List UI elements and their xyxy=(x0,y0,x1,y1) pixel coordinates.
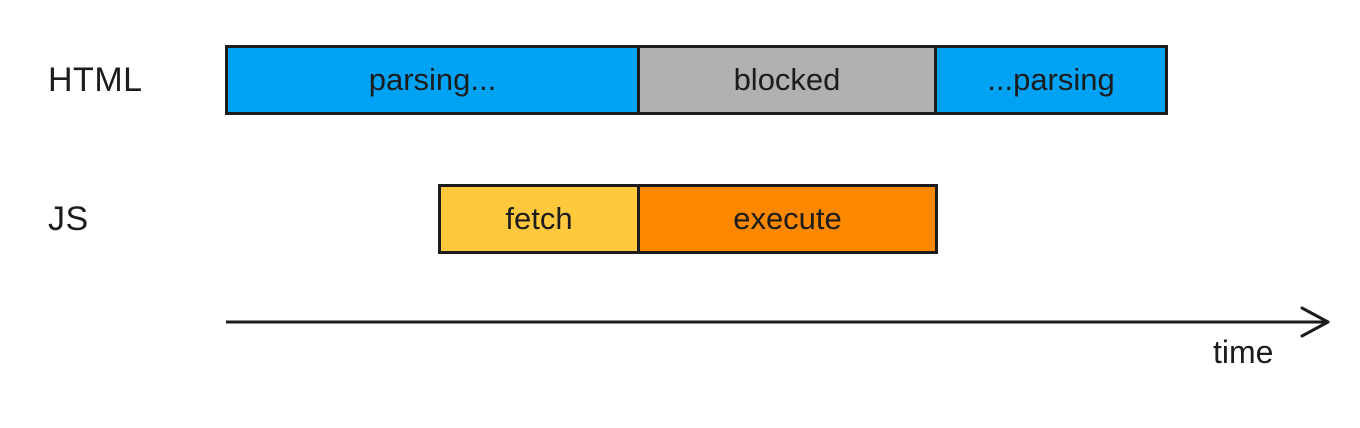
time-axis-arrow-icon xyxy=(226,306,1330,338)
js-execute-segment: execute xyxy=(640,187,935,251)
html-parsing-before-segment: parsing... xyxy=(228,48,640,112)
html-track-bar: parsing... blocked ...parsing xyxy=(225,45,1168,115)
html-blocked-segment: blocked xyxy=(640,48,937,112)
html-row-label: HTML xyxy=(48,60,143,99)
html-parsing-after-segment: ...parsing xyxy=(937,48,1165,112)
js-fetch-segment: fetch xyxy=(441,187,640,251)
js-track-bar: fetch execute xyxy=(438,184,938,254)
js-row-label: JS xyxy=(48,199,89,238)
time-axis-label: time xyxy=(1213,334,1274,370)
